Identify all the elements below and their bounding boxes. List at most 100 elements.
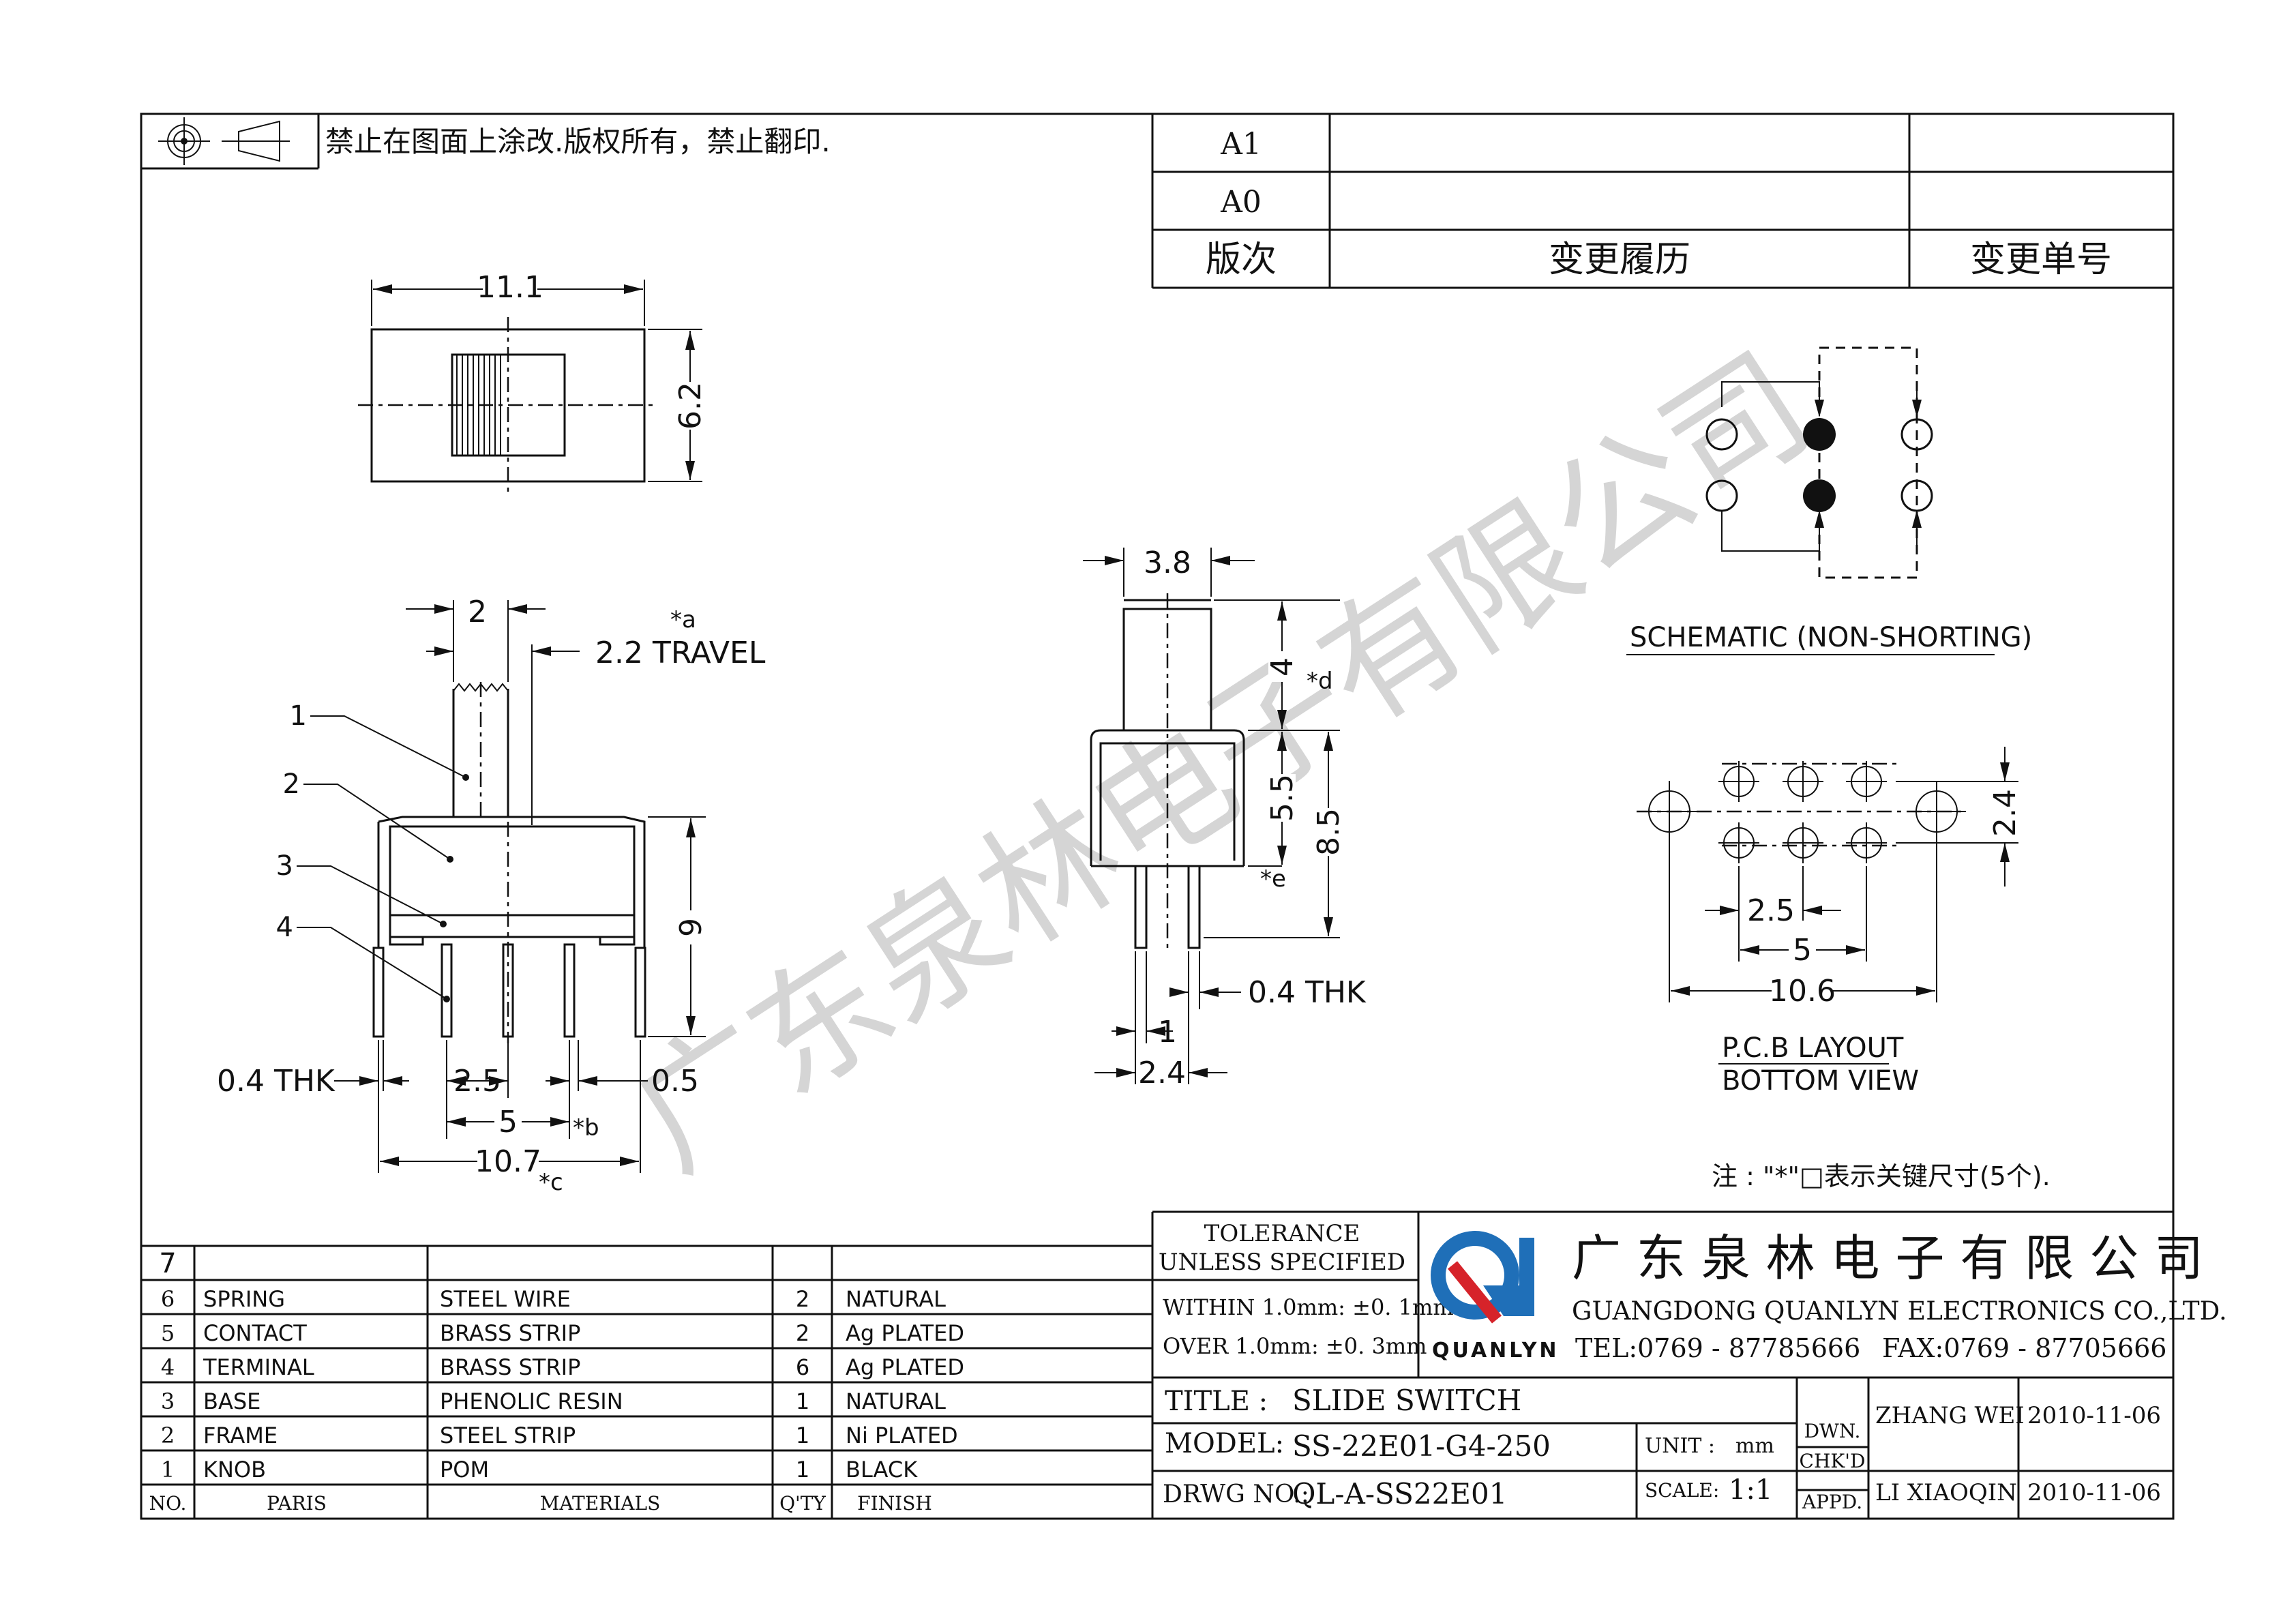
bom-material: BRASS STRIP [440,1320,580,1346]
bom-no: 2 [161,1423,175,1448]
company-name-cn: 广 东 泉 林 电 子 有 限 公 司 [1572,1230,2203,1287]
bom-finish: NATURAL [846,1388,946,1414]
bom-row: 3 BASE PHENOLIC RESIN 1 NATURAL [161,1388,946,1414]
company-tel: TEL:0769 - 87785666 [1575,1333,1860,1363]
revision-row-a1: A1 [1220,127,1262,162]
callout-4: 4 [276,912,293,943]
revision-table: A1 A0 版次 变更履历 变更单号 [1151,114,2173,289]
front-slot-dim: 2 [468,595,487,629]
front-span-dim: 5 [498,1105,518,1140]
bom-top-row: 7 [159,1248,176,1279]
side-body-dim: 5.5 [1265,774,1300,822]
tolerance-line-2: UNLESS SPECIFIED [1159,1249,1405,1276]
bom-qty: 6 [796,1354,809,1380]
bom-row: 2 FRAME STEEL STRIP 1 Ni PLATED [161,1423,958,1448]
travel-dim: 2.2 TRAVEL [595,636,766,670]
bom-part: SPRING [203,1286,285,1312]
side-view: 3.8 4 *d 5.5 *e 8.5 0.4 THK [1083,546,1367,1090]
bom-material: BRASS STRIP [440,1354,580,1380]
drawn-by-name: ZHANG WEI [1875,1402,2025,1429]
bom-no: 4 [161,1354,175,1380]
watermark: 广东泉林电子有限公司 [606,325,1836,1201]
appd-label: APPD. [1802,1491,1862,1513]
bom-header-no: NO. [149,1492,187,1515]
bom-material: PHENOLIC RESIN [440,1388,623,1414]
pcb-caption-1: P.C.B LAYOUT [1722,1032,1904,1064]
bom-no: 3 [161,1388,175,1414]
bom-qty: 1 [796,1457,809,1483]
scale-value: 1:1 [1729,1474,1772,1506]
front-pitch-dim: 2.5 [453,1064,501,1099]
side-pin-dim: 1 [1158,1015,1177,1049]
bom-header-material: MATERIALS [540,1492,661,1515]
title-label: TITLE : [1165,1386,1268,1417]
bom-qty: 2 [796,1320,809,1346]
side-total-dim: 8.5 [1311,808,1346,856]
pcb-row-dim: 2.4 [1988,789,2023,837]
bom-qty: 1 [796,1388,809,1414]
unit-value: mm [1735,1434,1774,1458]
tolerance-over: OVER 1.0mm: ±0. 3mm [1163,1333,1427,1359]
callout-3: 3 [276,850,293,882]
pcb-total-dim: 10.6 [1769,974,1836,1009]
revision-header-history: 变更履历 [1549,239,1690,280]
side-knob-dim: 4 [1265,657,1300,676]
bom-finish: NATURAL [846,1286,946,1312]
unit-label: UNIT : [1645,1434,1715,1458]
callout-1: 1 [290,700,307,732]
front-thk-dim: 0.4 THK [217,1064,336,1099]
pcb-layout: 2.4 2.5 5 10.6 P.C.B LAYOUT BOTTOM VIEW [1637,747,2023,1097]
bom-row: 6 SPRING STEEL WIRE 2 NATURAL [161,1286,946,1312]
star-d: *d [1307,668,1333,695]
star-e: *e [1260,865,1286,893]
approved-by-date: 2010-11-06 [2027,1479,2161,1506]
bom-part: TERMINAL [203,1354,314,1380]
bom-header-part: PARIS [267,1492,327,1515]
quanlyn-logo: QUANLYN [1431,1231,1560,1363]
company-name-en: GUANGDONG QUANLYN ELECTRONICS CO.,LTD. [1572,1296,2227,1326]
bom-part: FRAME [203,1423,278,1448]
model-value: SS-22E01-G4-250 [1292,1429,1551,1463]
sheet-border [140,113,2175,1520]
bom-no: 6 [161,1286,175,1312]
star-c: *c [539,1169,563,1196]
callout-2: 2 [283,769,300,800]
front-total-dim: 10.7 [475,1144,541,1179]
model-label: MODEL: [1165,1428,1284,1459]
tolerance-within: WITHIN 1.0mm: ±0. 1mm [1163,1294,1454,1320]
bom-row: 5 CONTACT BRASS STRIP 2 Ag PLATED [161,1320,964,1346]
star-a: *a [670,606,696,634]
drwg-value: QL-A-SS22E01 [1292,1477,1507,1510]
schematic-caption: SCHEMATIC (NON-SHORTING) [1630,622,2032,653]
tolerance-line-1: TOLERANCE [1204,1220,1360,1247]
title-value: SLIDE SWITCH [1292,1384,1521,1417]
chkd-label: CHK'D [1800,1450,1866,1472]
scale-label: SCALE: [1645,1479,1719,1502]
bom-material: POM [440,1457,489,1483]
bom-material: STEEL WIRE [440,1286,571,1312]
key-dimension-note: 注 : "*"□表示关键尺寸(5个). [1712,1161,2051,1191]
title-block: TOLERANCE UNLESS SPECIFIED WITHIN 1.0mm:… [1152,1210,2227,1519]
bom-finish: Ni PLATED [846,1423,958,1448]
bom-qty: 2 [796,1286,809,1312]
approved-by-name: LI XIAOQIN [1875,1479,2017,1506]
front-height-dim: 9 [674,918,709,937]
bom-row: 1 KNOB POM 1 BLACK [161,1457,918,1483]
side-thk-dim: 0.4 THK [1248,975,1367,1010]
side-top-dim: 3.8 [1144,546,1191,580]
side-pitch-dim: 2.4 [1138,1056,1186,1090]
front-gap-dim: 0.5 [651,1064,699,1099]
revision-header-rev: 版次 [1206,239,1277,280]
first-angle-projection-icon [158,117,290,165]
bom-header-finish: FINISH [857,1492,932,1515]
logo-word: QUANLYN [1432,1339,1560,1363]
bom-part: KNOB [203,1457,266,1483]
bom-material: STEEL STRIP [440,1423,576,1448]
bom-no: 5 [161,1320,175,1346]
drawn-by-date: 2010-11-06 [2027,1402,2161,1429]
company-fax: FAX:0769 - 87705666 [1882,1333,2166,1363]
schematic: SCHEMATIC (NON-SHORTING) [1626,346,2032,655]
top-width-dim: 11.1 [477,270,543,305]
bom-finish: Ag PLATED [846,1354,964,1380]
